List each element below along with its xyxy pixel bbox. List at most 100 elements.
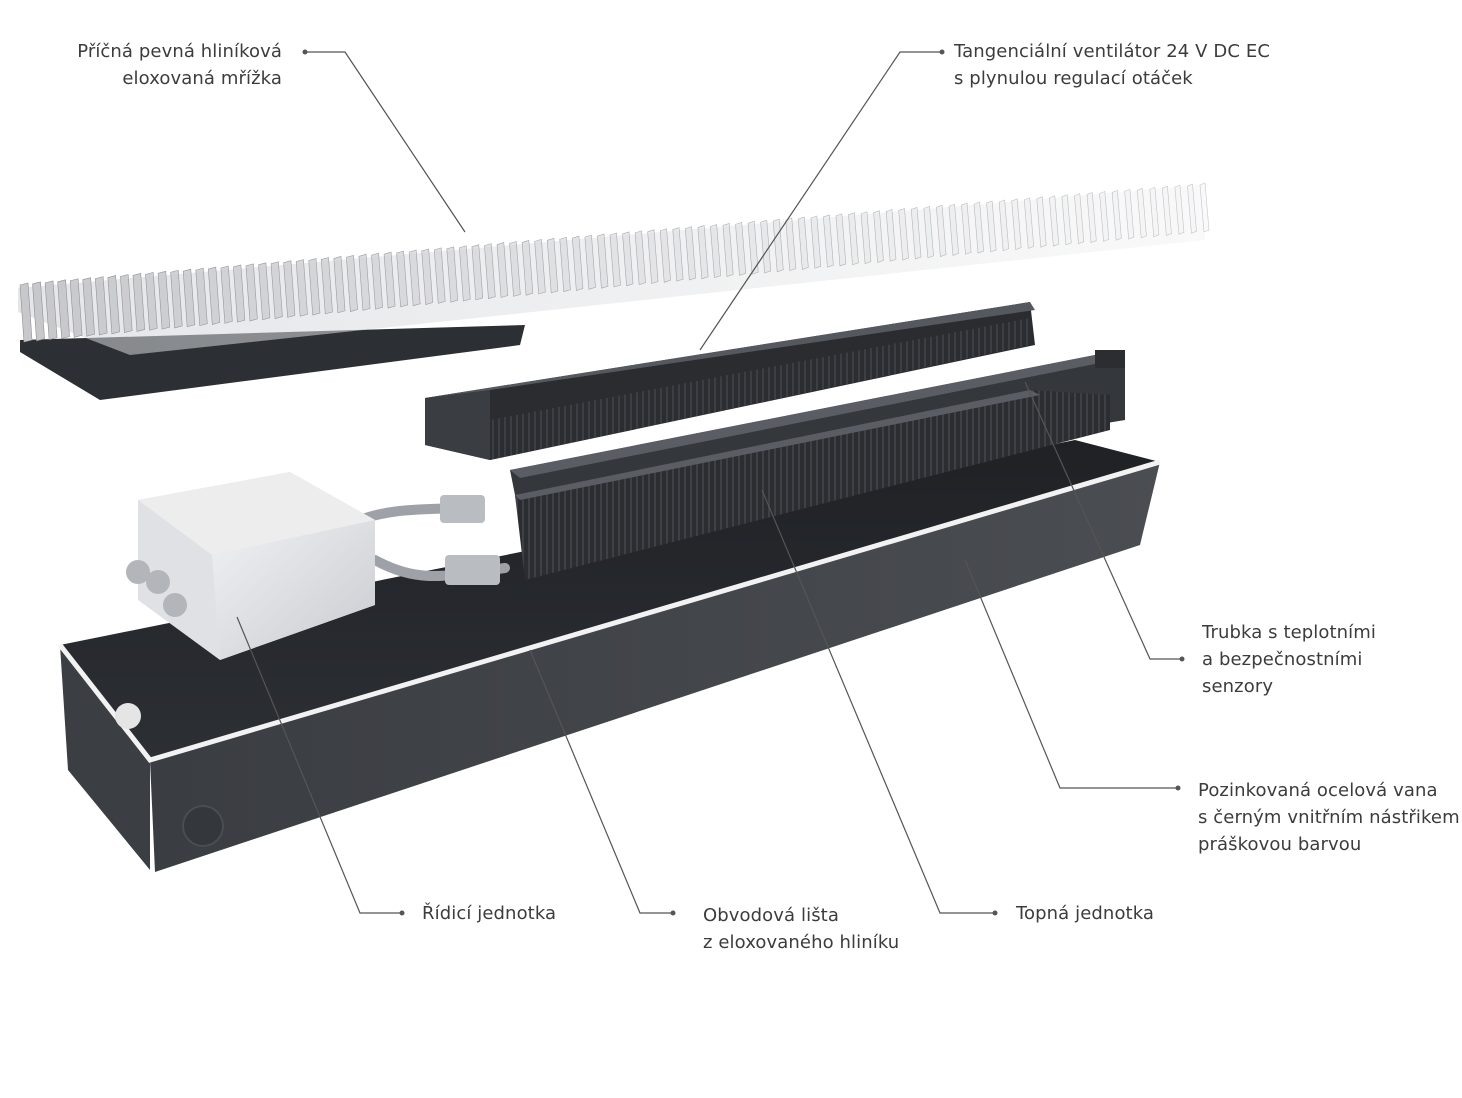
tank-inner: [60, 440, 1160, 760]
cable-gland-3: [163, 593, 187, 617]
grille-bar: [835, 213, 847, 267]
grille-bar: [333, 256, 346, 314]
grille-bar: [1187, 183, 1197, 234]
callout-frame-line-2: z eloxovaného hliníku: [703, 932, 900, 953]
tube-highlight: [510, 355, 1105, 478]
grille-bar: [559, 236, 571, 293]
grille-bar: [948, 203, 959, 256]
grille-bar: [69, 278, 83, 338]
leader-tank: [964, 559, 1178, 789]
dot-control: [399, 910, 405, 916]
grille-bar: [697, 225, 709, 280]
grille-bar: [245, 263, 258, 322]
grille-bar: [634, 230, 646, 286]
fan-fins: [490, 318, 1030, 460]
callout-grille: Příčná pevná hliníková eloxovaná mřížka: [40, 38, 282, 92]
grille-bar: [446, 246, 459, 303]
grille-bar: [961, 202, 972, 255]
leader-heater: [761, 489, 995, 914]
callout-tank-line-1: Pozinkovaná ocelová vana: [1198, 780, 1438, 801]
tank: [58, 440, 1161, 872]
callout-heater-line-1: Topná jednotka: [1016, 903, 1155, 924]
grille-bar: [936, 204, 947, 257]
callout-control: Řídicí jednotka: [422, 900, 556, 927]
grille-bar: [295, 259, 308, 317]
callout-heater: Topná jednotka: [1016, 900, 1154, 927]
grille-bar: [1074, 193, 1085, 245]
grille-bar: [973, 201, 984, 254]
callout-tank-line-2: s černým vnitřním nástřikem: [1198, 807, 1460, 828]
callout-frame-line-1: Obvodová lišta: [703, 905, 839, 926]
callout-control-line-1: Řídicí jednotka: [422, 903, 557, 924]
callout-tube-line-3: senzory: [1202, 676, 1274, 697]
fan-unit: [425, 302, 1035, 460]
grille-bar: [258, 262, 271, 321]
grille-bar: [82, 277, 95, 337]
callout-tank: Pozinkovaná ocelová vana s černým vnitřn…: [1198, 777, 1460, 858]
tube-end-bracket: [1095, 350, 1125, 368]
grille-bar: [471, 244, 484, 301]
grille-bar: [898, 208, 909, 261]
grille-bar: [57, 279, 70, 339]
grille-bar: [910, 207, 922, 260]
callout-grille-line-2: eloxovaná mřížka: [122, 68, 282, 89]
dot-frame: [670, 910, 676, 916]
grille-bar: [145, 271, 158, 331]
grille-bar: [772, 218, 784, 273]
grille-bar: [1086, 192, 1097, 243]
pipe-fitting-lower: [445, 555, 500, 585]
grille-bar: [797, 216, 809, 270]
grille-bar: [597, 233, 609, 289]
grille-bar: [1049, 195, 1060, 247]
grille-bar: [1149, 186, 1160, 238]
grille-bar: [496, 242, 509, 298]
dot-heater: [992, 910, 998, 916]
heater-top: [515, 390, 1040, 500]
grille-bar: [32, 281, 45, 342]
callout-frame: Obvodová lišta z eloxovaného hliníku: [703, 902, 899, 956]
grille-bar: [735, 221, 747, 276]
grille-bar: [459, 245, 471, 302]
leader-frame: [529, 649, 673, 914]
grille-bar: [207, 266, 221, 325]
fan-top-edge: [425, 302, 1035, 398]
grille-bar: [923, 205, 934, 259]
callout-fan-line-2: s plynulou regulací otáček: [954, 68, 1193, 89]
fan-end-cap: [425, 390, 490, 460]
grille-bar: [622, 231, 634, 287]
grille-bar: [433, 247, 446, 304]
callout-fan: Tangenciální ventilátor 24 V DC EC s ply…: [954, 38, 1270, 92]
dot-tube: [1179, 656, 1185, 662]
pipes: [355, 495, 510, 585]
grille-bar: [1023, 197, 1035, 249]
grille-bar: [584, 234, 596, 290]
grille-bar: [609, 232, 621, 288]
cable-gland-2: [146, 570, 170, 594]
grille-bar: [1011, 198, 1022, 250]
leader-dots: [302, 49, 1185, 916]
cable-gland-1: [126, 560, 150, 584]
grille-bar: [270, 261, 283, 319]
grille-bar: [308, 258, 321, 316]
grille-bar: [998, 199, 1009, 252]
control-box-front: [212, 520, 375, 660]
grille-bar: [408, 249, 421, 307]
grille-bar: [1136, 187, 1147, 239]
grille-bar: [358, 253, 371, 311]
callout-grille-line-1: Příčná pevná hliníková: [77, 41, 282, 62]
leader-grille: [305, 51, 466, 233]
tank-frame-rim: [58, 459, 1161, 763]
grille-bar: [1099, 191, 1110, 242]
callout-tube-line-1: Trubka s teplotními: [1202, 622, 1377, 643]
grille-bar: [44, 280, 58, 341]
grille-bar: [659, 228, 671, 283]
grille-bar: [1036, 196, 1047, 248]
grille-bar: [672, 227, 684, 282]
grille-bar: [132, 273, 146, 332]
grille-bar: [509, 241, 521, 297]
grille-bar: [1199, 182, 1210, 233]
grille-bar: [986, 200, 997, 253]
grille-bar: [195, 267, 208, 326]
control-box-top: [138, 472, 375, 555]
